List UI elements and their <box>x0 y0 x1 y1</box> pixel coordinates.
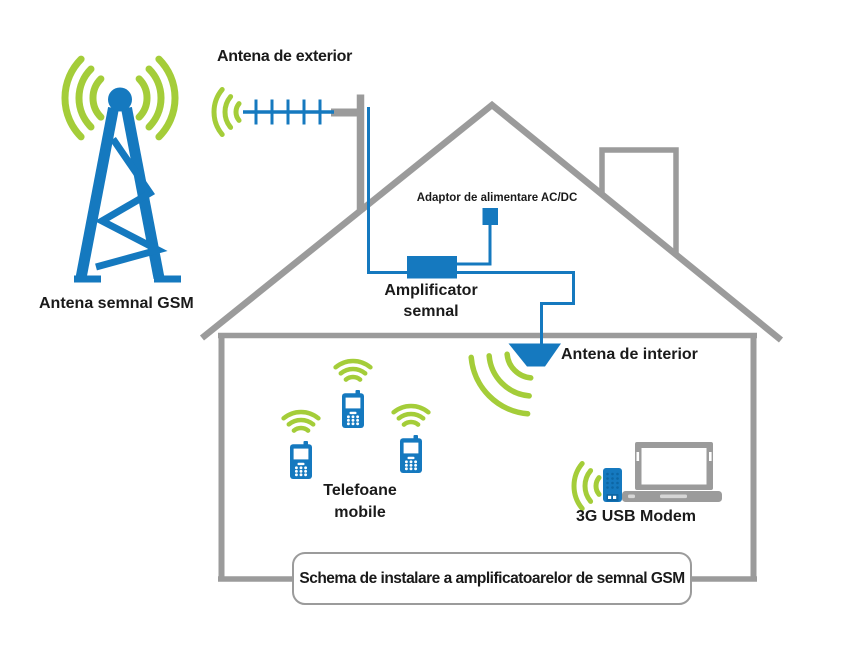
usb-modem-icon <box>574 464 622 509</box>
power-adapter-icon <box>482 208 498 225</box>
interior-antenna-icon <box>461 338 561 424</box>
mobile-phone-icon <box>342 390 364 428</box>
phone-signal-waves <box>394 406 429 425</box>
gsm-tower-icon <box>74 87 181 283</box>
cable-lines <box>367 107 575 346</box>
label-mobile-phones: Telefoane mobile <box>323 482 397 521</box>
label-amplifier: Amplificator semnal <box>384 282 478 320</box>
label-gsm-tower: Antena semnal GSM <box>39 295 194 312</box>
mobile-phone-icon <box>400 435 422 473</box>
chimney <box>599 147 679 256</box>
mobile-phone-icon <box>290 441 312 479</box>
mobile-phones <box>284 361 429 479</box>
caption-text: Schema de instalare a amplificatoarelor … <box>299 569 685 587</box>
caption-box: Schema de instalare a amplificatoarelor … <box>292 552 692 605</box>
label-exterior-antenna: Antena de exterior <box>217 48 353 65</box>
modem-signal-waves <box>574 464 599 509</box>
exterior-antenna-signal-waves <box>214 90 239 135</box>
power-cable <box>456 224 492 266</box>
laptop-icon <box>622 442 722 502</box>
label-power-adapter: Adaptor de alimentare AC/DC <box>416 192 578 204</box>
label-usb-modem: 3G USB Modem <box>576 508 697 525</box>
antenna-cable <box>367 107 575 346</box>
roof <box>199 100 784 343</box>
exterior-antenna-icon <box>214 90 365 212</box>
label-interior-antenna: Antena de interior <box>561 346 698 363</box>
amplifier-icon <box>407 256 457 279</box>
phone-signal-waves <box>284 412 319 431</box>
phone-signal-waves <box>336 361 371 380</box>
